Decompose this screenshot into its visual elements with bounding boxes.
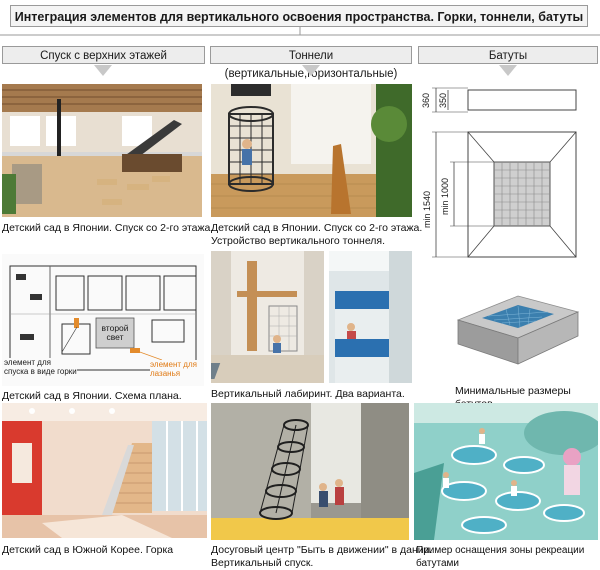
- caption-photo-2-line-1: Детский сад в Японии. Спуск со 2-го этаж…: [211, 222, 423, 234]
- header-connector-lines: [0, 27, 600, 36]
- dimension-350: 350: [438, 92, 448, 108]
- column-header-tunnels: Тоннели (вертикальные,горизонтальные): [210, 46, 412, 80]
- photo-vertical-labyrinth-1: [211, 251, 324, 383]
- dimension-min-1540: min 1540: [422, 190, 432, 228]
- caption-photo-7: Детский сад в Южной Корее. Горка: [2, 544, 174, 556]
- caption-labyrinth: Вертикальный лабиринт. Два варианта.: [211, 388, 405, 400]
- caption-photo-1: Детский сад в Японии. Спуск со 2-го этаж…: [2, 222, 214, 234]
- column-header-trampolines: Батуты: [418, 46, 598, 64]
- photo-japan-kindergarten-slide: [2, 84, 202, 217]
- photo-denmark-vertical-descent: [211, 403, 409, 540]
- caption-photo-8-line-2: Вертикальный спуск.: [211, 557, 314, 569]
- arrow-down-icon: [302, 65, 320, 76]
- caption-photo-9: Пример оснащения зоны рекреации батутами: [416, 545, 585, 569]
- column-header-descent: Спуск с верхних этажей: [2, 46, 205, 64]
- photo-vertical-labyrinth-2: [329, 251, 412, 383]
- photo-trampoline-recreation-zone: [414, 403, 598, 540]
- plan-label-second-light: второй свет: [101, 323, 129, 342]
- trampoline-3d-render: [450, 290, 585, 370]
- arrow-down-icon: [94, 65, 112, 76]
- plan-label-slide-element: элемент для спуска в виде горки: [4, 358, 77, 376]
- page-title: Интеграция элементов для вертикального о…: [10, 5, 588, 27]
- floor-plan-drawing: второй свет элемент для спуска в виде го…: [2, 254, 204, 386]
- dimension-360: 360: [421, 92, 431, 108]
- caption-photo-8: Досуговый центр "Быть в движении" в дани…: [211, 544, 432, 570]
- arrow-down-icon: [499, 65, 517, 76]
- caption-photo-2-line-2: Устройство вертикального тоннеля.: [211, 235, 386, 247]
- caption-plan: Детский сад в Японии. Схема плана.: [2, 390, 182, 402]
- trampoline-dimension-drawing: 360 350 min 1540 min 1000: [418, 80, 598, 270]
- dimension-min-1000: min 1000: [440, 177, 450, 215]
- caption-photo-8-line-1: Досуговый центр "Быть в движении" в дани…: [211, 544, 433, 556]
- photo-korea-kindergarten-slide: [2, 403, 207, 538]
- photo-vertical-tunnel: [211, 84, 412, 217]
- plan-label-climbing-element: элемент для лазанья: [150, 360, 197, 378]
- caption-photo-2: Детский сад в Японии. Спуск со 2-го этаж…: [211, 222, 422, 248]
